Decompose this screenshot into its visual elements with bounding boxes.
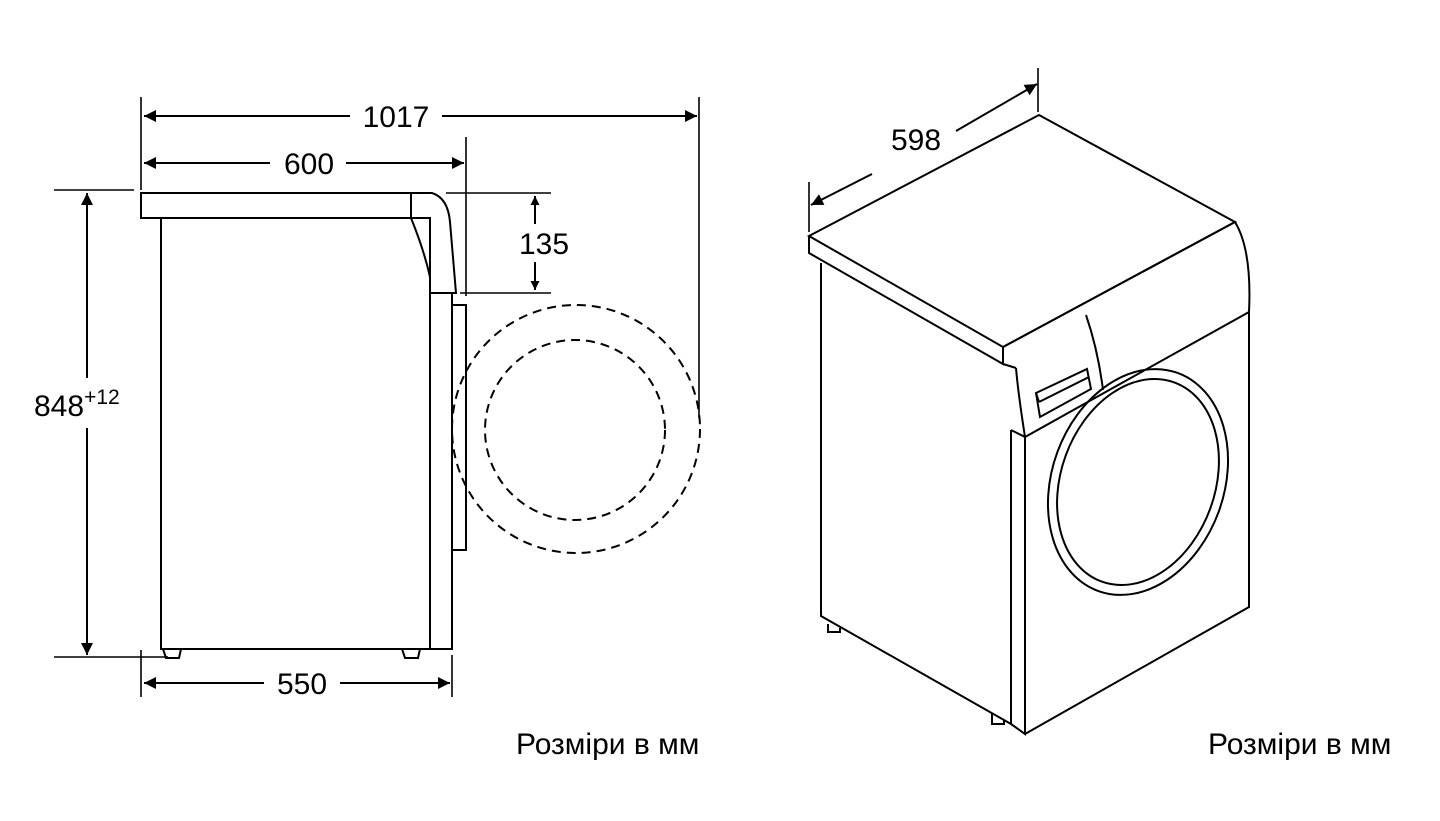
door-edge	[451, 304, 467, 551]
units-note-side: Розміри в мм	[516, 728, 699, 761]
rear-foot	[161, 648, 183, 659]
isometric-view: 598 Розміри в мм	[806, 68, 1391, 761]
door-swing-inner-circle	[484, 339, 666, 521]
dimension-height: 848+12	[34, 193, 120, 655]
door-swing-outer-circle	[451, 304, 701, 554]
control-panel-profile	[410, 192, 458, 294]
cabinet-front-edge	[1010, 429, 1026, 736]
door-glass	[1056, 377, 1220, 587]
drawer-handle-line	[1035, 392, 1040, 403]
door-outer-ring	[1046, 368, 1230, 596]
iso-front-foot	[991, 714, 1005, 725]
worktop-top-face	[806, 113, 1238, 349]
dimension-total-depth: 1017	[144, 101, 697, 134]
control-panel	[1002, 220, 1251, 439]
dimension-label-598: 598	[891, 124, 941, 157]
height-value: 848	[34, 390, 84, 423]
dimension-label-550: 550	[277, 668, 327, 701]
dimension-label-600: 600	[284, 148, 334, 181]
units-note-iso: Розміри в мм	[1208, 728, 1391, 761]
machine-iso-outline	[806, 113, 1251, 736]
side-view: 1017 600 550 848+12 135	[34, 97, 701, 761]
front-panel-edge	[429, 292, 453, 650]
dimension-label-height: 848+12	[34, 386, 120, 423]
worktop-left-edge	[808, 236, 1004, 366]
front-foot	[400, 648, 422, 659]
height-tolerance: +12	[84, 386, 120, 409]
cabinet-side	[160, 217, 431, 650]
worktop	[140, 192, 412, 219]
detergent-drawer	[1034, 367, 1093, 419]
machine-side-outline	[140, 192, 467, 659]
dimension-depth-with-top: 600	[144, 148, 464, 181]
cabinet-front-face	[1024, 312, 1250, 735]
drawer-handle-line-2	[1038, 376, 1090, 403]
dimension-label-135: 135	[519, 228, 569, 261]
dimension-body-depth: 550	[144, 668, 450, 701]
panel-divider	[1085, 314, 1104, 391]
dimension-label-1017: 1017	[363, 101, 430, 134]
iso-rear-foot	[827, 624, 841, 633]
cabinet-left-side	[820, 263, 1012, 726]
dimension-width: 598	[808, 68, 1039, 232]
dimension-worktop-offset: 135	[519, 196, 569, 290]
worktop-front-edge	[1002, 347, 1017, 369]
